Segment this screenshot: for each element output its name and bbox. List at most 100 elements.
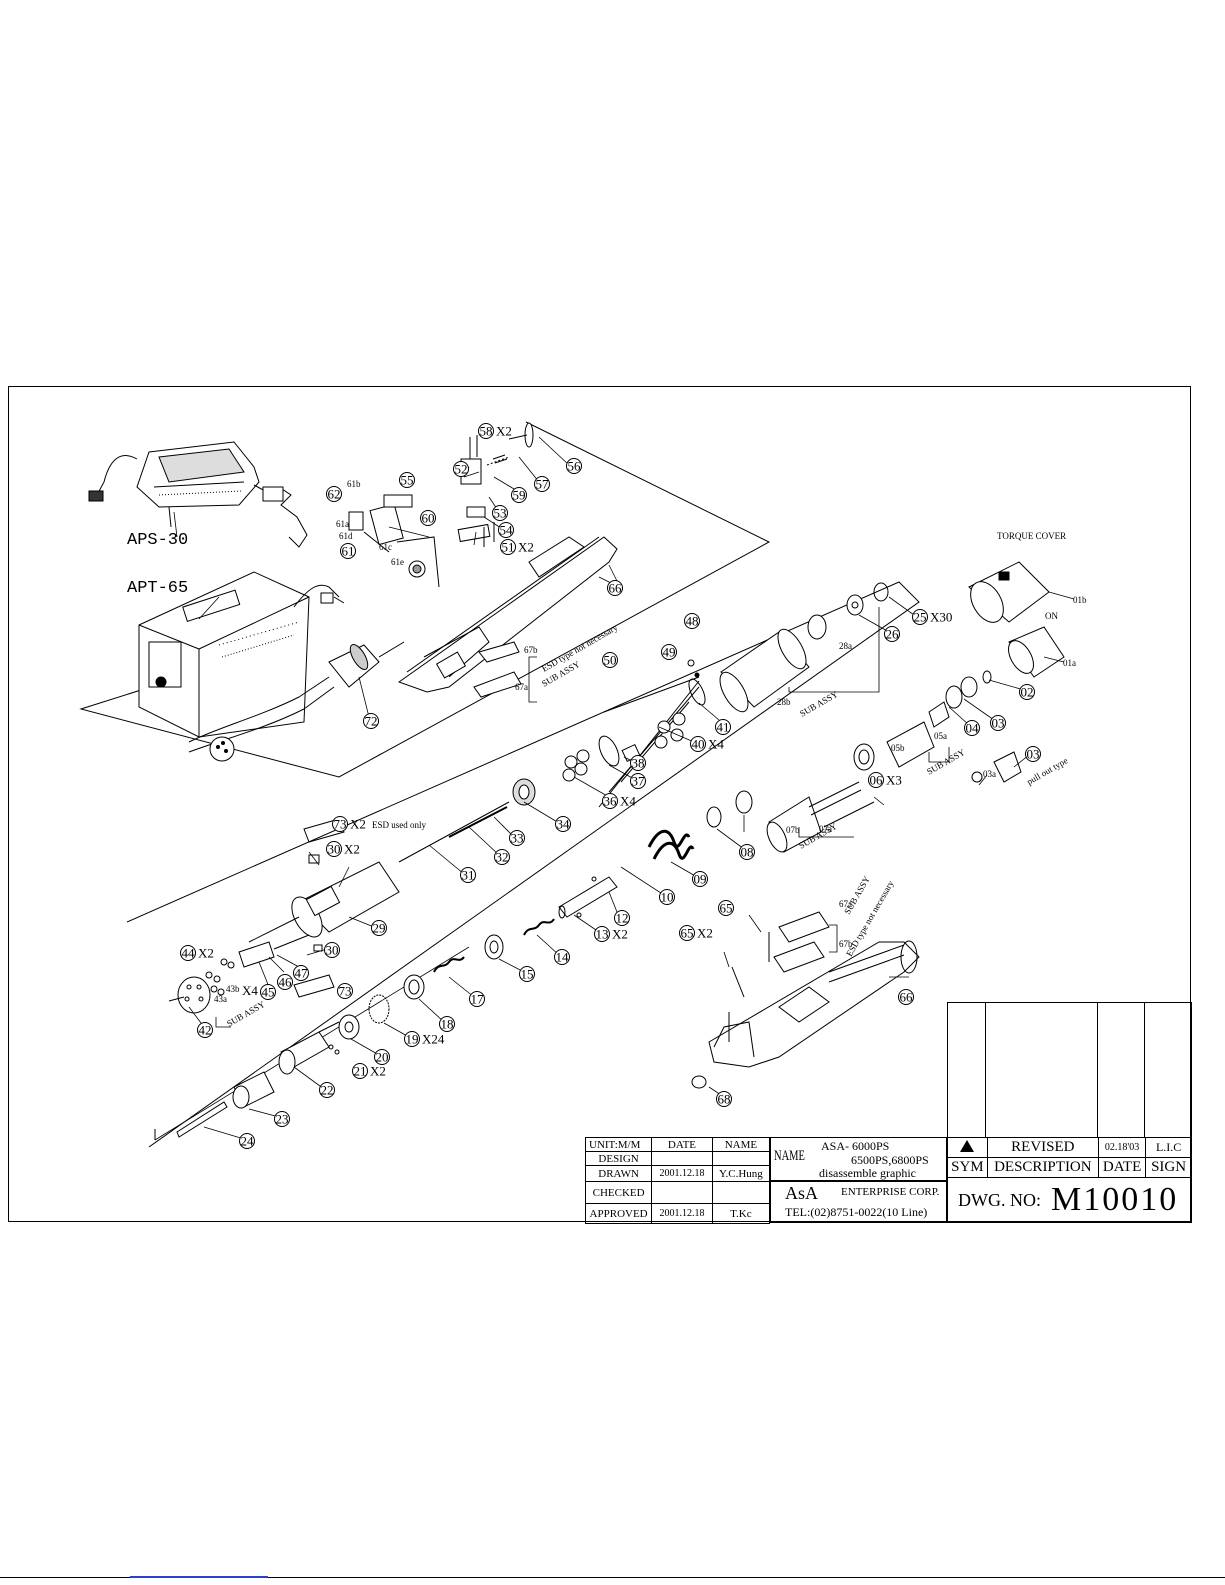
callout-29: 29 [371,920,387,936]
switch-assembly-icon [457,422,534,547]
svg-text:34: 34 [557,817,571,832]
callout-08: 08 [739,844,755,860]
svg-text:33: 33 [511,831,524,846]
svg-text:APT-65: APT-65 [127,579,188,598]
svg-text:X2: X2 [496,424,512,439]
callout-18: 18 [439,1016,455,1032]
carrier-37-icon [562,735,641,782]
svg-text:61d: 61d [339,531,353,541]
callout-55: 55 [399,472,415,488]
svg-text:46: 46 [279,975,293,990]
name-header: NAME [711,1137,771,1152]
svg-text:61b: 61b [347,479,361,489]
svg-text:42: 42 [199,1023,212,1038]
svg-text:05a: 05a [934,731,947,741]
svg-text:30: 30 [328,842,341,857]
callout-62: 62 [326,486,342,502]
svg-text:25: 25 [914,610,927,625]
svg-text:12: 12 [616,911,629,926]
svg-text:68: 68 [718,1092,731,1107]
callout-02: 02 [1019,684,1035,700]
svg-text:53: 53 [494,506,507,521]
rev-desc: REVISED [986,1137,1099,1158]
spring-09-icon [647,829,695,860]
svg-text:55: 55 [401,473,414,488]
svg-text:15: 15 [521,967,534,982]
company-logo: AsA [785,1183,819,1203]
housing-66-top-icon [397,536,618,693]
warning-triangle-icon [960,1139,975,1152]
svg-text:X4: X4 [242,983,258,998]
svg-text:14: 14 [556,950,570,965]
callout-30-bottom: 30 [324,942,340,958]
svg-text:06: 06 [870,773,884,788]
unit-cell: UNIT:M/M [584,1137,653,1152]
svg-text:X2: X2 [344,842,360,857]
title-block-grid: UNIT:M/M DATE NAME DESIGN DRAWN 2001.12.… [584,1137,771,1224]
svg-text:50: 50 [604,653,617,668]
svg-text:61: 61 [342,544,355,559]
svg-text:54: 54 [500,523,514,538]
svg-text:28b: 28b [777,697,791,707]
revision-columns [946,1002,1192,1138]
drawn-cell: DRAWN [584,1165,653,1182]
callout-37: 37 [630,773,646,789]
model-name-block: NAME ASA- 6000PS 6500PS,6800PS disassemb… [770,1137,947,1181]
callout-20: 20 [374,1049,390,1065]
svg-text:21: 21 [354,1064,367,1079]
callout-72: 72 [363,713,379,729]
adapter-parts-icon [853,670,1022,783]
svg-text:72: 72 [365,714,378,729]
svg-text:66: 66 [609,581,623,596]
svg-text:02: 02 [1021,685,1034,700]
callout-73-bottom: 73 [337,983,353,999]
svg-text:65: 65 [681,926,694,941]
svg-text:X2: X2 [350,817,366,832]
svg-text:73: 73 [334,817,347,832]
callout-31: 31 [460,867,476,883]
callout-34: 34 [555,816,571,832]
svg-text:41: 41 [717,720,730,735]
svg-text:28a: 28a [839,641,852,651]
callout-54: 54 [498,522,514,538]
callout-26: 26 [884,626,900,642]
callout-33: 33 [509,830,525,846]
callout-03-upper: 03 [990,715,1006,731]
svg-text:36: 36 [604,794,618,809]
svg-text:01a: 01a [1063,658,1076,668]
brush-cover-73-icon [293,818,345,998]
footer-link-underline[interactable] [130,1576,268,1578]
apt-65-controller-icon [138,571,345,738]
gear-40-icon [654,712,686,749]
svg-text:13: 13 [596,927,609,942]
drawing-number-box: DWG. NO: M10010 [947,1177,1192,1223]
callout-59: 59 [511,487,527,503]
svg-text:SUB ASSY: SUB ASSY [798,689,840,719]
svg-text:X2: X2 [518,540,534,555]
svg-text:52: 52 [455,462,468,477]
callout-57: 57 [534,476,550,492]
drawn-date: 2001.12.18 [651,1165,713,1182]
drawn-name: Y.C.Hung [711,1165,771,1182]
callout-47: 47 [293,965,309,981]
callout-15: 15 [519,966,535,982]
svg-text:48: 48 [686,614,699,629]
svg-text:X30: X30 [930,610,952,625]
svg-text:59: 59 [513,488,526,503]
revision-row: REVISED 02.18'03 L.I.C SYM DESCRIPTION D… [947,1137,1192,1178]
callout-52: 52 [453,461,469,477]
callout-04: 04 [964,720,980,736]
approved-name: T.Kc [711,1203,771,1224]
svg-text:03: 03 [992,716,1005,731]
ring-gear-34-icon [512,778,536,806]
svg-text:19: 19 [406,1032,419,1047]
svg-text:65: 65 [720,901,733,916]
